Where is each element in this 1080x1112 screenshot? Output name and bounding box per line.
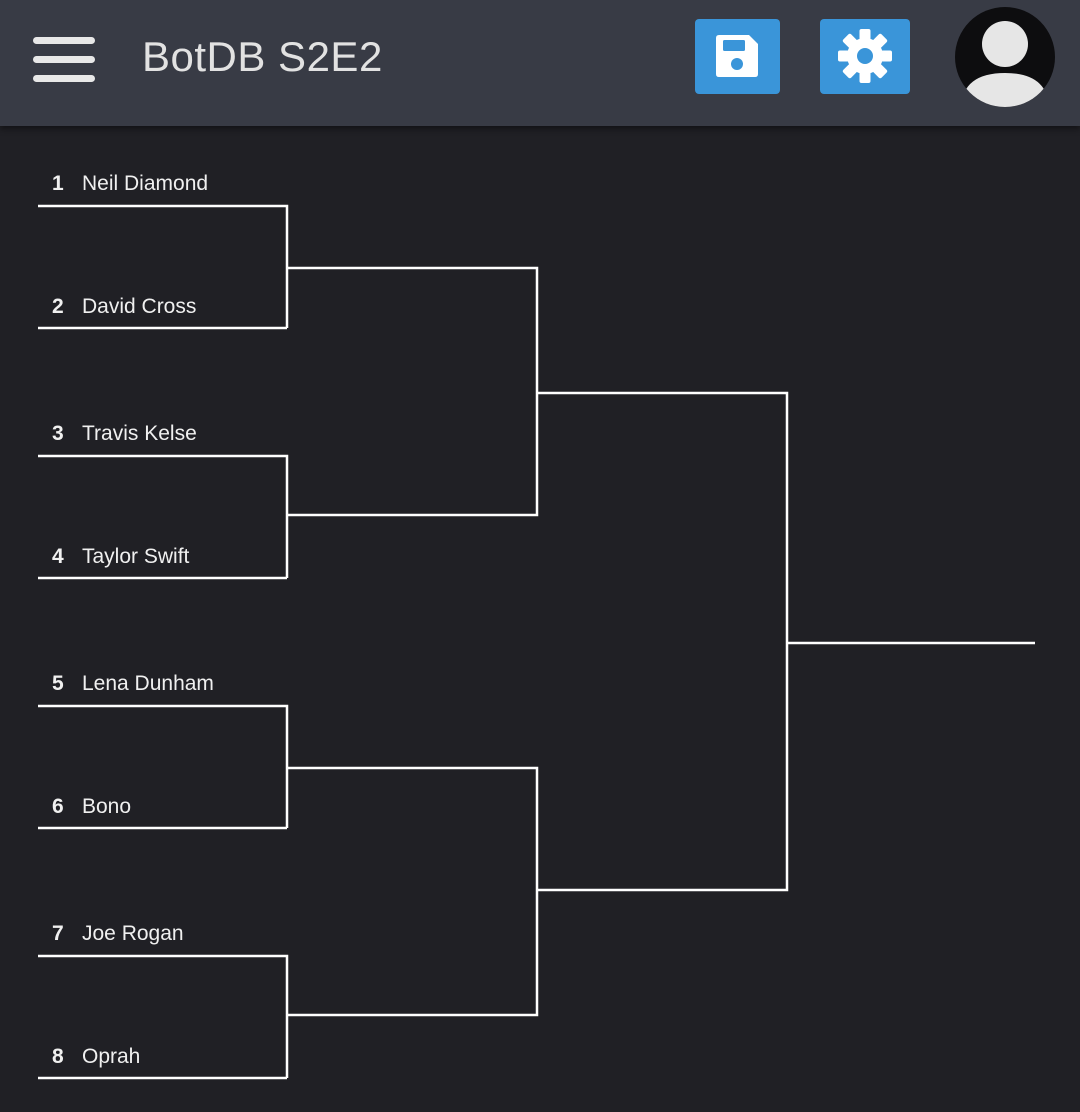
seed-number: 1 [52,172,64,195]
bracket-round2-top [287,266,539,517]
user-avatar-icon [961,21,1049,107]
save-button[interactable] [695,19,780,94]
entrant-slot[interactable]: 7 Joe Rogan [52,919,184,949]
entrant-slot[interactable]: 1 Neil Diamond [52,169,208,199]
bracket-semifinal [537,391,789,892]
floppy-disk-icon [716,35,758,77]
app-header: BotDB S2E2 [0,0,1080,126]
seed-number: 4 [52,545,64,568]
entrant-slot[interactable]: 6 Bono [52,792,131,822]
entrant-name: Taylor Swift [82,545,190,568]
entrant-name: David Cross [82,295,197,318]
gear-icon [838,29,892,83]
settings-button[interactable] [820,19,910,94]
seed-number: 7 [52,922,64,945]
entrant-slot[interactable]: 5 Lena Dunham [52,669,214,699]
page-title: BotDB S2E2 [142,33,383,80]
entrant-slot[interactable]: 2 David Cross [52,292,196,322]
entrant-name: Bono [82,795,132,818]
entrant-name: Lena Dunham [82,672,214,695]
entrant-name: Travis Kelse [82,422,197,445]
seed-number: 6 [52,795,64,818]
seed-number: 3 [52,422,64,445]
seed-number: 2 [52,295,64,318]
seed-number: 8 [52,1045,64,1068]
bracket-slot-3 [38,454,289,578]
bracket-slot-5 [38,704,289,828]
entrant-name: Neil Diamond [82,172,209,195]
entrant-name: Oprah [82,1045,141,1068]
bracket-round2-bottom [287,766,539,1017]
user-avatar[interactable] [955,7,1055,107]
menu-button[interactable] [30,34,98,86]
entrant-slot[interactable]: 4 Taylor Swift [52,542,189,572]
tournament-bracket: 1 Neil Diamond 2 David Cross 3 Travis Kelse… [0,126,1080,1112]
entrant-slot[interactable]: 8 Oprah [52,1042,140,1072]
bracket-lines [38,204,1035,1080]
seed-number: 5 [52,672,64,695]
bracket-slot-1 [38,204,289,328]
entrant-name: Joe Rogan [82,922,184,945]
bracket-slot-7 [38,954,289,1078]
entrant-slot[interactable]: 3 Travis Kelse [52,419,197,449]
